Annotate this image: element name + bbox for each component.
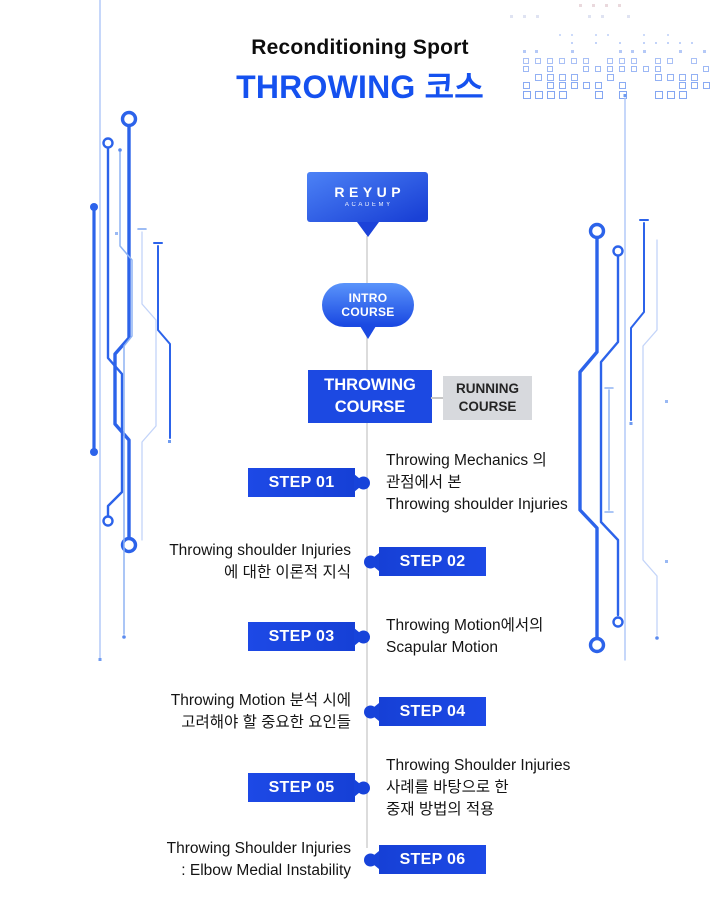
- right-circuit-decoration: [578, 94, 668, 661]
- step-label: STEP 05: [268, 778, 335, 796]
- step-description-line: Throwing shoulder Injuries: [169, 541, 351, 559]
- reyup-logo: REYUP ACADEMY: [307, 172, 428, 237]
- step-description-line: 사례를 바탕으로 한: [386, 778, 509, 796]
- step-badge: STEP 04: [364, 697, 486, 726]
- intro-course-label: INTRO COURSE: [341, 290, 395, 319]
- step-label: STEP 04: [399, 702, 466, 720]
- step-label: STEP 03: [268, 627, 335, 645]
- page-title: THROWING 코스: [236, 69, 484, 105]
- step-description-line: 관점에서 본: [386, 473, 462, 491]
- intro-bubble-tail: [360, 326, 376, 339]
- step-badge-tip: [357, 781, 370, 794]
- step-badge-tip: [364, 705, 377, 718]
- step-description-line: Throwing Mechanics 의: [386, 451, 547, 469]
- step-description: Throwing Shoulder Injuries : Elbow Medial…: [167, 838, 351, 882]
- step-badge-tip: [357, 476, 370, 489]
- throwing-course-box: THROWING COURSE: [308, 370, 432, 423]
- step-description-line: Scapular Motion: [386, 638, 499, 656]
- step-row: STEP 02 Throwing shoulder Injuries 에 대한 이…: [0, 542, 720, 581]
- step-description: Throwing Motion에서의 Scapular Motion: [386, 615, 543, 659]
- step-row: STEP 03 Throwing Motion에서의 Scapular Motio…: [0, 617, 720, 656]
- intro-course-bubble: INTRO COURSE: [322, 283, 414, 339]
- step-row: STEP 05 Throwing Shoulder Injuries 사례를 바탕…: [0, 757, 720, 818]
- step-description-line: Throwing shoulder Injuries: [386, 495, 568, 513]
- step-label: STEP 01: [268, 473, 335, 491]
- step-description-line: 에 대한 이론적 지식: [224, 563, 351, 581]
- step-description-line: 중재 방법의 적용: [386, 800, 495, 818]
- step-description: Throwing shoulder Injuries 에 대한 이론적 지식: [169, 540, 351, 584]
- logo-subtext: ACADEMY: [344, 202, 393, 208]
- subtitle: Reconditioning Sport: [251, 36, 469, 59]
- step-description-line: Throwing Shoulder Injuries: [386, 756, 571, 774]
- step-badge: STEP 03: [248, 622, 370, 651]
- step-description-line: Throwing Shoulder Injuries: [166, 839, 351, 857]
- step-badge: STEP 06: [364, 845, 486, 874]
- step-badge: STEP 02: [364, 547, 486, 576]
- flow-spine-line: [366, 236, 368, 848]
- step-badge-tip: [364, 853, 377, 866]
- step-description-line: Throwing Motion 분석 시에: [170, 691, 351, 709]
- running-course-box: RUNNING COURSE: [443, 376, 532, 420]
- logo-pointer-tail: [356, 222, 379, 237]
- step-description-line: : Elbow Medial Instability: [181, 861, 351, 879]
- step-badge: STEP 05: [248, 773, 370, 802]
- step-badge: STEP 01: [248, 468, 370, 497]
- step-badge-tip: [357, 630, 370, 643]
- step-label: STEP 06: [399, 850, 466, 868]
- course-connector-line: [431, 397, 444, 399]
- step-row: STEP 06 Throwing Shoulder Injuries : Elbo…: [0, 840, 720, 879]
- step-badge-tip: [364, 555, 377, 568]
- step-description-line: 고려해야 할 중요한 요인들: [181, 713, 351, 731]
- logo-name: REYUP: [334, 184, 406, 200]
- step-description-line: Throwing Motion에서의: [386, 616, 544, 634]
- step-label: STEP 02: [399, 552, 466, 570]
